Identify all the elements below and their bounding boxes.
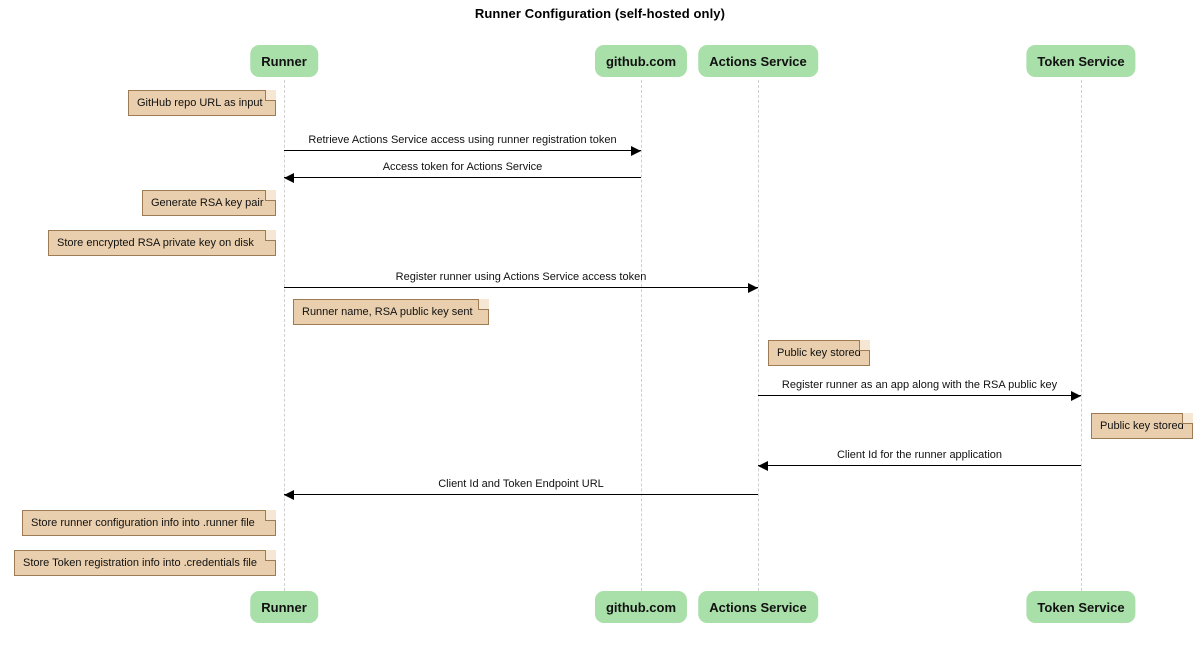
participant-github-top[interactable]: github.com — [594, 45, 688, 77]
note-n8: Store Token registration info into .cred… — [14, 550, 276, 576]
participant-token-bottom[interactable]: Token Service — [1026, 591, 1136, 623]
participant-actions-bottom[interactable]: Actions Service — [698, 591, 818, 623]
lifeline-runner — [284, 80, 285, 591]
page-title: Runner Configuration (self-hosted only) — [474, 6, 726, 21]
note-n5: Public key stored — [768, 340, 870, 366]
message-label-m5: Client Id for the runner application — [836, 449, 1003, 461]
message-arrowhead-m6 — [284, 489, 294, 500]
lifeline-actions — [758, 80, 759, 591]
message-arrowhead-m1 — [631, 145, 641, 156]
message-line-m6 — [284, 494, 758, 495]
message-label-m3: Register runner using Actions Service ac… — [395, 271, 647, 283]
message-label-m6: Client Id and Token Endpoint URL — [438, 478, 604, 490]
message-line-m3 — [284, 287, 758, 288]
lifeline-token — [1081, 80, 1082, 591]
participant-runner-top[interactable]: Runner — [250, 45, 318, 77]
lifeline-github — [641, 80, 642, 591]
message-arrowhead-m2 — [284, 172, 294, 183]
note-n1: GitHub repo URL as input — [128, 90, 276, 116]
message-line-m1 — [284, 150, 641, 151]
note-n7: Store runner configuration info into .ru… — [22, 510, 276, 536]
note-n4: Runner name, RSA public key sent — [293, 299, 489, 325]
message-line-m5 — [758, 465, 1081, 466]
message-arrowhead-m5 — [758, 460, 768, 471]
message-label-m4: Register runner as an app along with the… — [781, 379, 1058, 391]
participant-token-top[interactable]: Token Service — [1026, 45, 1136, 77]
message-line-m4 — [758, 395, 1081, 396]
note-n3: Store encrypted RSA private key on disk — [48, 230, 276, 256]
message-line-m2 — [284, 177, 641, 178]
message-label-m2: Access token for Actions Service — [382, 161, 543, 173]
note-n2: Generate RSA key pair — [142, 190, 276, 216]
note-n6: Public key stored — [1091, 413, 1193, 439]
message-arrowhead-m4 — [1071, 390, 1081, 401]
participant-runner-bottom[interactable]: Runner — [250, 591, 318, 623]
message-label-m1: Retrieve Actions Service access using ru… — [308, 134, 617, 146]
participant-actions-top[interactable]: Actions Service — [698, 45, 818, 77]
message-arrowhead-m3 — [748, 282, 758, 293]
participant-github-bottom[interactable]: github.com — [594, 591, 688, 623]
